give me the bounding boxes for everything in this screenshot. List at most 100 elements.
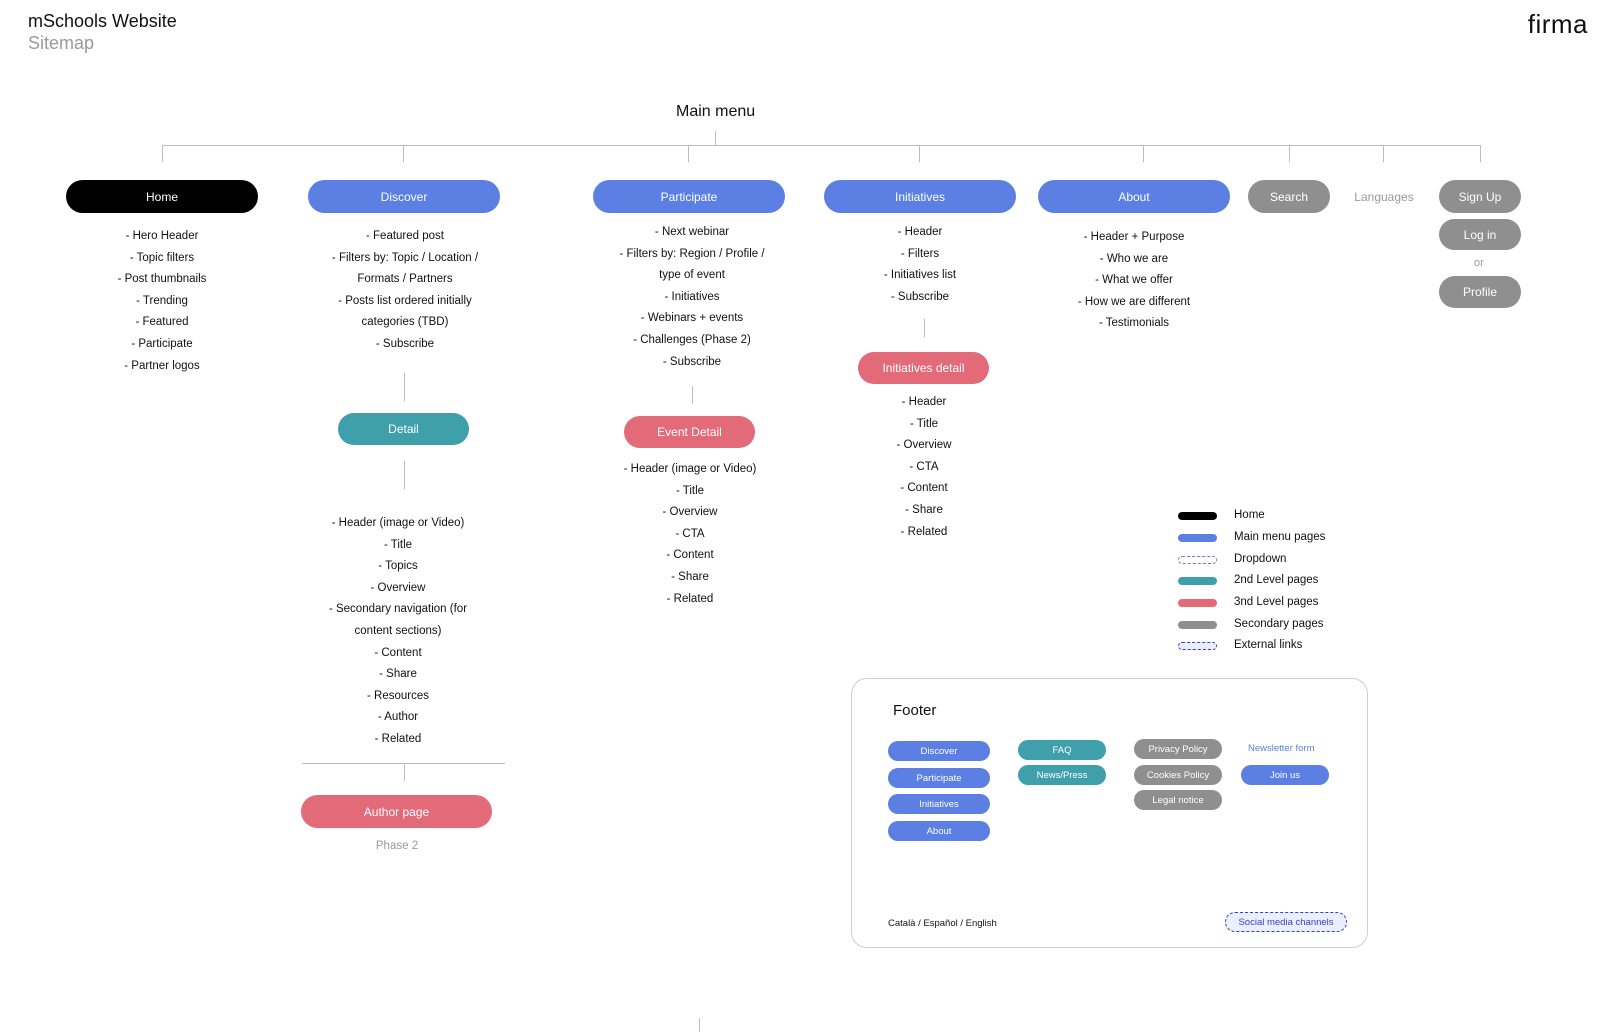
- list-item: - Challenges (Phase 2): [633, 333, 751, 346]
- list-item: - Share: [905, 503, 943, 516]
- social-media-channels-link[interactable]: Social media channels: [1225, 912, 1347, 932]
- main-menu-label: Main menu: [676, 103, 756, 120]
- list-item: - Related: [374, 732, 422, 745]
- connector-search: [1289, 145, 1290, 162]
- footer-link-legal-notice[interactable]: Legal notice: [1134, 790, 1222, 810]
- languages-label: Languages: [1354, 189, 1414, 204]
- detail-label: Detail: [388, 422, 419, 436]
- about-content-list: - Header + Purpose - Who we are - What w…: [1034, 227, 1234, 335]
- profile-node: Profile: [1439, 276, 1521, 308]
- footer-link-label: News/Press: [1036, 769, 1088, 781]
- legend-label-dropdown: Dropdown: [1234, 553, 1287, 565]
- author-page-node: Author page: [301, 795, 492, 828]
- participate-content-list: - Next webinar - Filters by: Region / Pr…: [583, 222, 801, 373]
- list-item: - Content: [374, 646, 422, 659]
- list-item: - Share: [671, 570, 709, 583]
- connector-detail-list: [404, 461, 405, 489]
- footer-link-discover[interactable]: Discover: [888, 741, 990, 761]
- search-label: Search: [1269, 189, 1309, 204]
- list-item: - Hero Header: [125, 230, 199, 242]
- detail-content-list: - Header (image or Video) - Title - Topi…: [296, 513, 500, 751]
- connector-bottom: [699, 1018, 700, 1032]
- list-item: - Featured: [135, 316, 189, 329]
- connector-about: [1143, 145, 1144, 162]
- legend-swatch-main-menu: [1178, 534, 1217, 542]
- list-item: - Overview: [896, 439, 952, 452]
- list-item: - Filters: [900, 247, 940, 260]
- footer-link-label: Discover: [920, 745, 958, 757]
- connector-languages: [1383, 145, 1384, 162]
- list-item: - Testimonials: [1098, 317, 1170, 330]
- footer-link-privacy-policy[interactable]: Privacy Policy: [1134, 739, 1222, 759]
- list-item: - Content: [666, 549, 714, 562]
- detail-node: Detail: [338, 413, 469, 445]
- event-detail-label: Event Detail: [657, 425, 722, 439]
- list-item: - Topic filters: [129, 251, 195, 264]
- connector-signup: [1480, 145, 1481, 162]
- discover-content-list: - Featured post - Filters by: Topic / Lo…: [298, 226, 512, 356]
- footer-panel: [851, 678, 1368, 948]
- legend-label-home: Home: [1234, 509, 1265, 521]
- list-item: - Filters by: Topic / Location /: [331, 251, 479, 264]
- list-item: - Header (image or Video): [623, 463, 757, 475]
- initiatives-content-list: - Header - Filters - Initiatives list - …: [820, 222, 1020, 308]
- list-item: - Author: [377, 711, 419, 724]
- join-us-label: Join us: [1269, 769, 1301, 781]
- search-node: Search: [1248, 180, 1330, 213]
- list-item: - Overview: [662, 506, 718, 519]
- footer-link-label: FAQ: [1052, 744, 1072, 756]
- signup-node: Sign Up: [1439, 180, 1521, 213]
- footer-link-participate[interactable]: Participate: [888, 768, 990, 788]
- footer-link-news-press[interactable]: News/Press: [1018, 765, 1106, 785]
- footer-link-label: Participate: [916, 772, 962, 784]
- legend-label-main-menu: Main menu pages: [1234, 531, 1326, 543]
- legend-label-3nd-level: 3nd Level pages: [1234, 596, 1319, 608]
- legend-swatch-3nd-level: [1178, 599, 1217, 607]
- list-item: - Webinars + events: [640, 312, 744, 325]
- initiatives-node: Initiatives: [824, 180, 1016, 213]
- menu-horizontal-connector: [162, 145, 1481, 146]
- connector-detail-author-h: [302, 763, 505, 764]
- participate-label: Participate: [660, 189, 718, 204]
- list-item: - Featured post: [366, 230, 444, 242]
- list-item: - Share: [379, 668, 417, 681]
- list-item: - Header + Purpose: [1083, 231, 1185, 243]
- list-item: - Next webinar: [654, 226, 730, 238]
- footer-link-cookies-policy[interactable]: Cookies Policy: [1134, 765, 1222, 785]
- discover-label: Discover: [380, 189, 428, 204]
- signup-label: Sign Up: [1458, 189, 1502, 204]
- connector-initiatives-detail: [924, 319, 925, 337]
- legend-swatch-dropdown: [1178, 556, 1217, 564]
- list-item: - Subscribe: [662, 355, 722, 368]
- legend-label-2nd-level: 2nd Level pages: [1234, 574, 1319, 586]
- footer-languages[interactable]: Català / Español / English: [888, 918, 997, 929]
- footer-link-about[interactable]: About: [888, 821, 990, 841]
- home-node: Home: [66, 180, 258, 213]
- initiatives-detail-node: Initiatives detail: [858, 352, 989, 384]
- list-item: - Subscribe: [890, 290, 950, 303]
- list-item: - Trending: [136, 294, 188, 307]
- footer-link-label: Privacy Policy: [1148, 743, 1208, 755]
- footer-link-label: Legal notice: [1152, 794, 1204, 806]
- footer-link-label: About: [926, 825, 952, 837]
- list-item: type of event: [659, 269, 725, 282]
- list-item: - Partner logos: [124, 359, 200, 372]
- participate-node: Participate: [593, 180, 785, 213]
- legend-label-secondary: Secondary pages: [1234, 618, 1324, 630]
- list-item: - Filters by: Region / Profile /: [619, 247, 765, 260]
- about-node: About: [1038, 180, 1230, 213]
- page-title: mSchools Website: [28, 11, 177, 31]
- discover-node: Discover: [308, 180, 500, 213]
- footer-link-faq[interactable]: FAQ: [1018, 740, 1106, 760]
- list-item: - CTA: [675, 527, 705, 540]
- languages-node: Languages: [1346, 180, 1422, 213]
- join-us-button[interactable]: Join us: [1241, 765, 1329, 785]
- phase2-label: Phase 2: [375, 840, 419, 852]
- connector-discover-detail: [404, 373, 405, 401]
- list-item: - Who we are: [1099, 252, 1169, 265]
- footer-link-initiatives[interactable]: Initiatives: [888, 794, 990, 814]
- social-media-label: Social media channels: [1238, 916, 1334, 928]
- connector-participate: [688, 145, 689, 162]
- connector-detail-author-v: [404, 763, 405, 781]
- list-item: - Related: [666, 592, 714, 605]
